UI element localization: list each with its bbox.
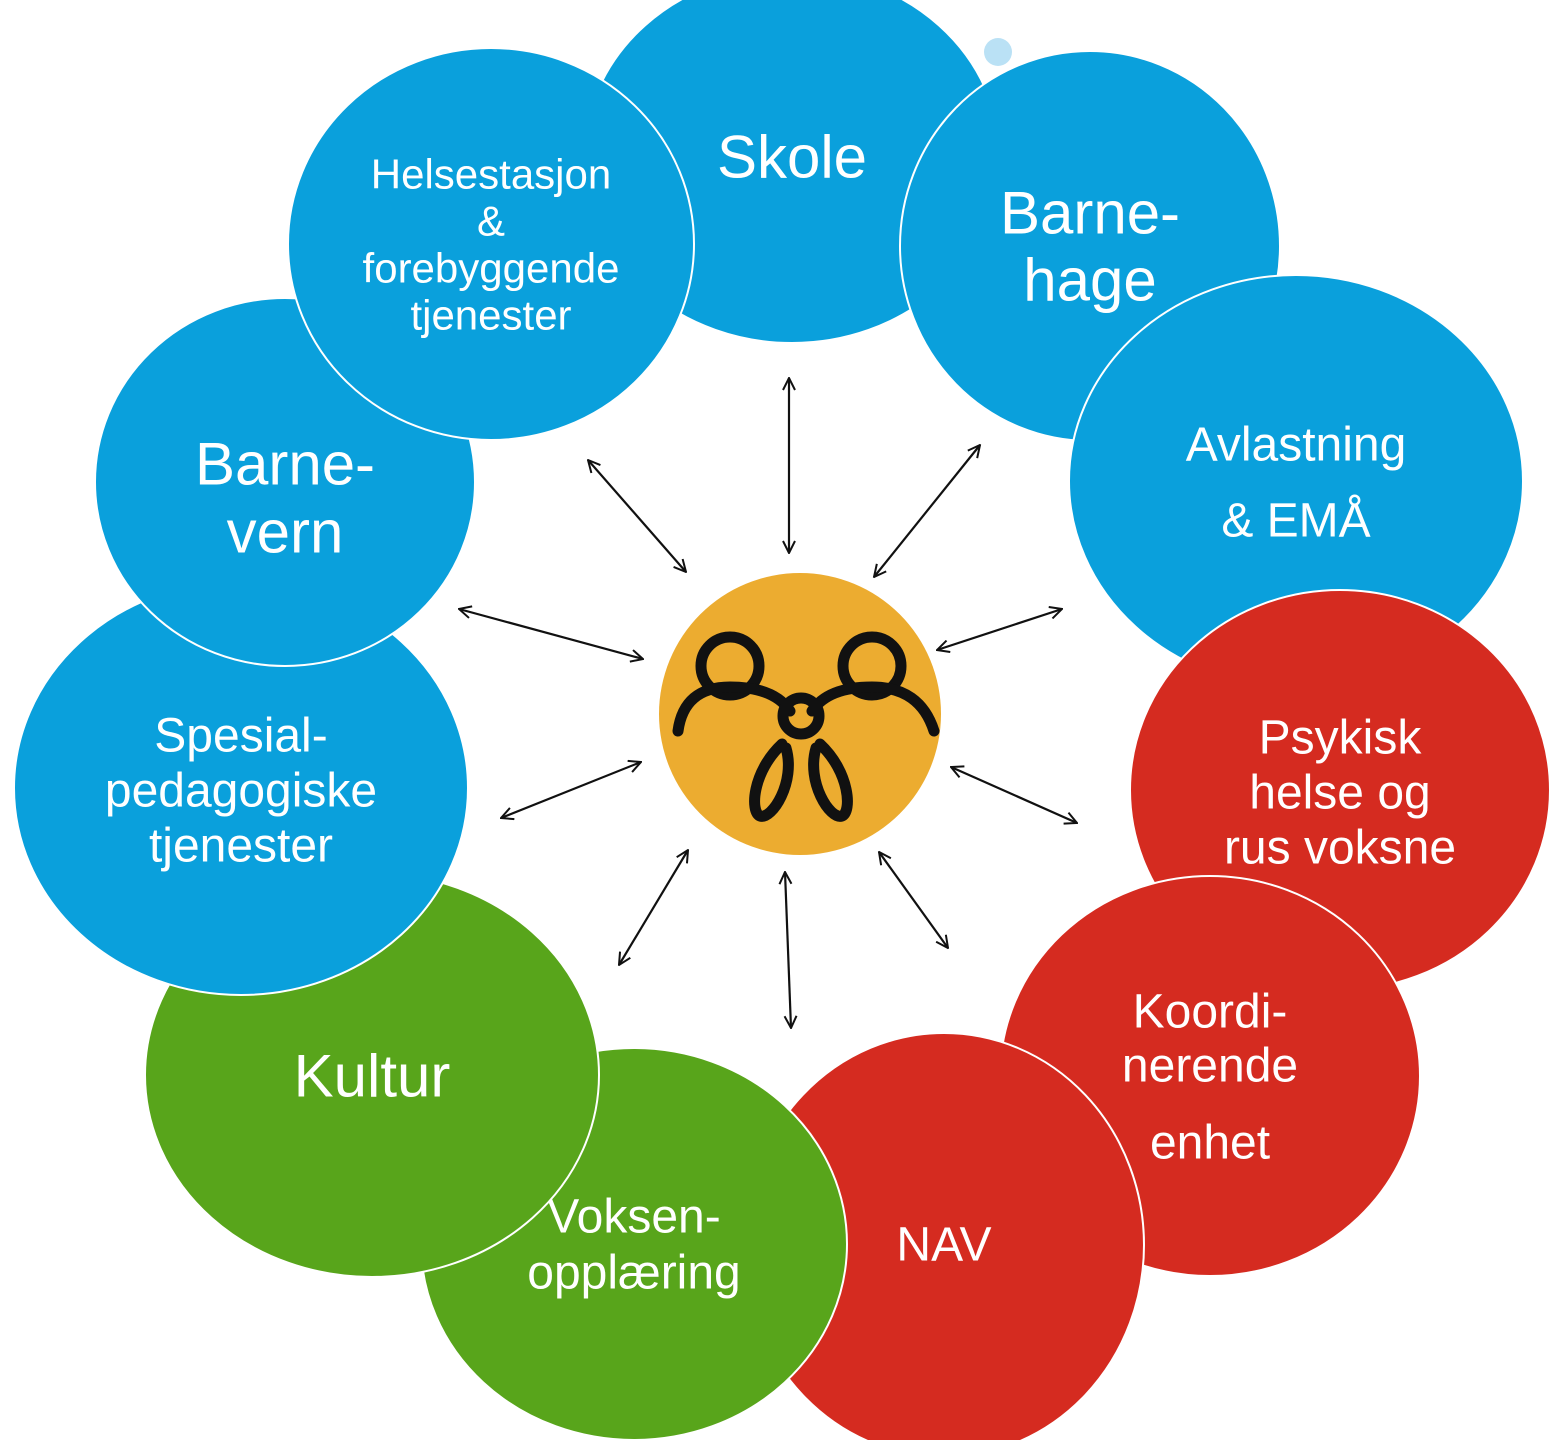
- node-label-psykisk-helse: Psykisk: [1259, 712, 1423, 765]
- node-label-helsestasjon: &: [477, 198, 505, 245]
- arrow-avlastning: [937, 609, 1062, 650]
- arrow-spesialpedagogiske: [501, 762, 641, 818]
- node-label-barnevern: Barne-: [195, 431, 375, 498]
- node-label-spesialpedagogiske: Spesial-: [154, 710, 327, 763]
- node-label-avlastning: Avlastning: [1186, 419, 1407, 472]
- node-label-koordinerende-enhet: Koordi-: [1133, 986, 1288, 1039]
- node-label-koordinerende-enhet: enhet: [1150, 1117, 1270, 1170]
- node-label-psykisk-helse: rus voksne: [1224, 822, 1456, 875]
- center-circle: [659, 573, 941, 855]
- node-circle-helsestasjon: [287, 47, 695, 441]
- node-barnehage: Barne-hage: [899, 50, 1281, 442]
- node-label-voksenopplaering: opplæring: [527, 1247, 740, 1300]
- arrow-kultur: [619, 850, 688, 965]
- node-label-psykisk-helse: helse og: [1249, 767, 1430, 820]
- family-icon: [672, 631, 940, 822]
- node-label-helsestasjon: Helsestasjon: [371, 151, 611, 198]
- arrow-psykisk-helse: [951, 767, 1077, 823]
- node-label-helsestasjon: tjenester: [410, 292, 571, 339]
- node-label-barnevern: vern: [227, 499, 344, 566]
- node-label-barnehage: Barne-: [1000, 180, 1180, 247]
- node-label-voksenopplaering: Voksen-: [547, 1191, 720, 1244]
- node-label-spesialpedagogiske: pedagogiske: [105, 765, 377, 818]
- center-node: [659, 573, 941, 855]
- arrow-barnevern: [459, 609, 643, 659]
- node-label-spesialpedagogiske: tjenester: [149, 820, 333, 873]
- decorative-dot: [984, 38, 1012, 66]
- node-label-kultur: Kultur: [294, 1043, 451, 1110]
- arrow-helsestasjon: [588, 460, 686, 572]
- node-label-nav: NAV: [896, 1219, 991, 1272]
- node-label-koordinerende-enhet: nerende: [1122, 1040, 1298, 1093]
- arrow-barnehage: [874, 445, 980, 577]
- arrow-koordinerende-enhet: [879, 852, 948, 948]
- node-label-helsestasjon: forebyggende: [363, 245, 620, 292]
- node-label-avlastning: & EMÅ: [1221, 495, 1370, 548]
- node-label-barnehage: hage: [1023, 247, 1156, 314]
- connection-arrows: [459, 378, 1077, 1028]
- node-label-skole: Skole: [717, 124, 867, 191]
- arrow-voksenopplaering: [785, 872, 791, 1028]
